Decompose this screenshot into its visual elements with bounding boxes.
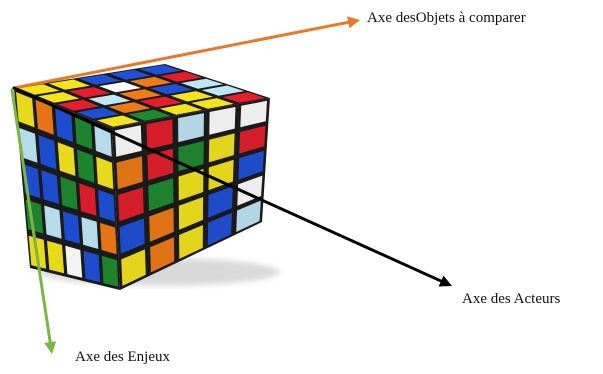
rubiks-cube-image bbox=[14, 64, 280, 290]
cube-sticker bbox=[94, 123, 112, 157]
cube-sticker bbox=[150, 84, 193, 95]
cube-sticker bbox=[38, 135, 57, 170]
cube-sticker bbox=[146, 119, 173, 150]
cube-sticker bbox=[57, 99, 100, 111]
cube-sticker bbox=[191, 98, 234, 109]
cube-sticker bbox=[119, 218, 145, 254]
cube-sticker bbox=[81, 217, 99, 249]
cube-sticker bbox=[121, 249, 146, 286]
cube-sticker bbox=[57, 142, 76, 176]
cube-sticker bbox=[178, 113, 204, 143]
cube-sticker bbox=[208, 186, 233, 218]
cube-sticker bbox=[98, 189, 115, 222]
cube-sticker bbox=[41, 170, 59, 204]
cube-sticker bbox=[238, 150, 264, 180]
cube-sticker bbox=[88, 94, 131, 106]
cube-sticker bbox=[178, 169, 204, 201]
cube-sticker bbox=[74, 115, 93, 150]
cube-sticker bbox=[99, 82, 141, 93]
cube-sticker bbox=[208, 133, 235, 163]
cube-sticker bbox=[240, 100, 267, 128]
cube-sticker bbox=[236, 200, 261, 232]
cube-sticker bbox=[100, 222, 117, 255]
cube-sticker bbox=[180, 78, 224, 89]
cube-sticker bbox=[101, 255, 119, 287]
cube-sticker bbox=[48, 79, 90, 90]
cube-sticker bbox=[83, 250, 101, 283]
cube-sticker bbox=[222, 92, 266, 103]
cube-sticker bbox=[77, 149, 95, 183]
cube-sticker bbox=[239, 125, 266, 154]
cube-sticker bbox=[209, 106, 236, 135]
cube-sticker bbox=[150, 237, 175, 273]
cube-sticker bbox=[68, 87, 111, 98]
cube-sticker bbox=[44, 205, 62, 239]
cube-sticker bbox=[139, 96, 182, 108]
axes-group bbox=[10, 16, 452, 354]
cube-sticker bbox=[119, 89, 162, 100]
cube-sticker bbox=[47, 240, 65, 274]
cube-sticker bbox=[108, 102, 151, 113]
axis-arrow-enjeux bbox=[10, 88, 57, 354]
axis-label-acteurs: Axe des Acteurs bbox=[462, 291, 561, 307]
cube-sticker bbox=[16, 92, 35, 128]
axis-label-objets: Axe desObjets à comparer bbox=[367, 10, 526, 26]
cube-sticker bbox=[97, 115, 139, 127]
cube-sticker bbox=[18, 84, 60, 95]
cube-sticker bbox=[208, 159, 234, 191]
cube-sticker bbox=[60, 176, 78, 210]
cube-sticker bbox=[148, 178, 174, 211]
cube-sticker bbox=[96, 156, 114, 190]
cube-sticker bbox=[237, 175, 263, 206]
cube-sticker bbox=[129, 76, 172, 87]
cube-right-face bbox=[112, 98, 270, 290]
cube-sticker bbox=[62, 211, 80, 244]
cube-sticker bbox=[201, 85, 245, 96]
cube-sticker bbox=[207, 212, 232, 246]
axis-arrow-acteurs bbox=[12, 86, 452, 287]
cube-sticker bbox=[170, 91, 213, 102]
cube-sticker bbox=[19, 127, 38, 163]
axis-label-enjeux: Axe des Enjeux bbox=[75, 349, 170, 365]
cube-sticker bbox=[160, 71, 203, 82]
cube-sticker bbox=[116, 156, 143, 190]
cube-sticker bbox=[159, 103, 203, 115]
cube-sticker bbox=[179, 225, 203, 259]
cube-sticker bbox=[78, 74, 121, 85]
cube-sticker bbox=[149, 207, 174, 242]
cube-sticker bbox=[128, 109, 171, 121]
cube-sticker bbox=[109, 69, 151, 80]
cube-sticker bbox=[55, 107, 74, 143]
cube-top-face bbox=[14, 64, 270, 128]
cube-sticker bbox=[139, 65, 182, 75]
cube-sticker bbox=[77, 107, 120, 119]
cube-sticker bbox=[79, 183, 97, 216]
cube-sticker bbox=[178, 197, 204, 230]
cube-sticker bbox=[35, 99, 54, 135]
axis-arrow-objets bbox=[12, 16, 360, 90]
cube-sticker bbox=[38, 92, 80, 103]
cube-sticker bbox=[65, 245, 83, 278]
cube-sticker bbox=[118, 187, 144, 222]
